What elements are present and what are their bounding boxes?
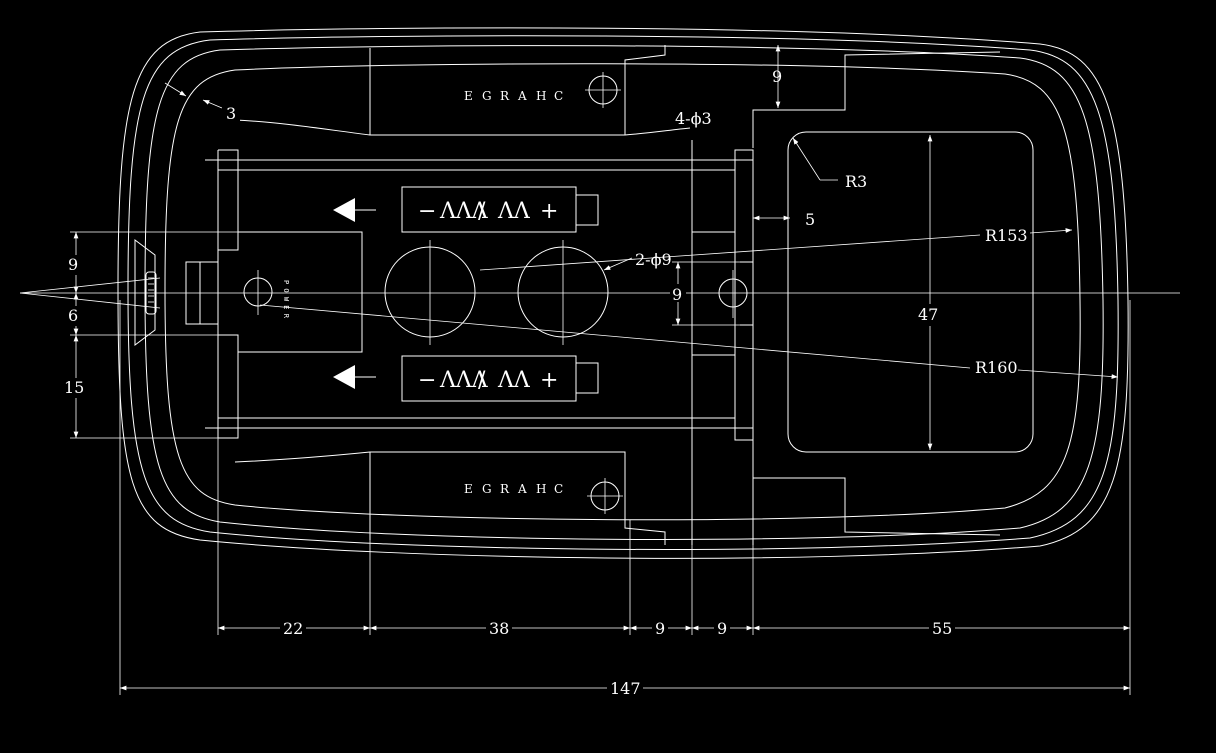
dim-bottom-9a: 9 xyxy=(655,619,665,638)
svg-text:G: G xyxy=(482,482,492,496)
dim-vert-9: 9 xyxy=(672,285,682,304)
svg-text:E: E xyxy=(464,89,473,103)
dim-bottom-55: 55 xyxy=(932,619,952,638)
dim-r153: R153 xyxy=(985,226,1028,245)
svg-text:ΛΛΛ: ΛΛΛ xyxy=(439,368,489,393)
svg-text:R: R xyxy=(500,482,510,496)
dim-wall: 3 xyxy=(226,104,236,123)
svg-text:−: − xyxy=(418,199,436,224)
housing-outline xyxy=(117,27,1129,559)
dim-holes: 4-ϕ3 xyxy=(675,109,712,128)
dim-r3: R3 xyxy=(845,172,867,191)
dim-left-6: 6 xyxy=(68,306,78,325)
battery-top: − ΛΛΛ / ΛΛ + xyxy=(401,186,599,233)
svg-text:+: + xyxy=(540,368,558,393)
dim-top-gap: 9 xyxy=(772,67,782,86)
dim-two-holes: 2-ϕ9 xyxy=(635,250,672,269)
svg-text:A: A xyxy=(517,89,527,103)
dim-bottom-38: 38 xyxy=(489,619,509,638)
holes xyxy=(243,72,748,514)
svg-text:R: R xyxy=(500,89,510,103)
dim-left-9: 9 xyxy=(68,255,78,274)
dim-bottom-9b: 9 xyxy=(717,619,727,638)
charge-label-bottom: C H A R G E xyxy=(464,482,563,496)
svg-text:C: C xyxy=(554,482,563,496)
dimension-lines xyxy=(70,45,1131,695)
svg-text:+: + xyxy=(540,199,558,224)
dim-gap5: 5 xyxy=(805,210,815,229)
svg-text:ΛΛΛ: ΛΛΛ xyxy=(439,199,489,224)
inner-structure xyxy=(19,45,1180,545)
insert-arrows xyxy=(333,198,376,389)
svg-text:A: A xyxy=(517,482,527,496)
svg-text:C: C xyxy=(554,89,563,103)
dim-r160: R160 xyxy=(975,358,1018,377)
svg-text:/: / xyxy=(478,368,486,393)
svg-text:G: G xyxy=(482,89,492,103)
dimension-labels: 3 9 4-ϕ3 R3 5 R153 R160 2-ϕ9 9 47 9 6 15… xyxy=(62,67,1028,699)
svg-text:H: H xyxy=(536,89,546,103)
power-label: P O W E R xyxy=(282,280,290,319)
charge-label-top: C H A R G E xyxy=(464,89,563,103)
svg-text:ΛΛ: ΛΛ xyxy=(497,368,531,393)
dim-left-15: 15 xyxy=(64,378,84,397)
svg-text:ΛΛ: ΛΛ xyxy=(497,199,531,224)
dim-bottom-22: 22 xyxy=(283,619,303,638)
dim-47: 47 xyxy=(918,305,938,324)
dim-total-147: 147 xyxy=(610,679,641,698)
svg-text:H: H xyxy=(536,482,546,496)
svg-text:−: − xyxy=(418,368,436,393)
svg-text:E: E xyxy=(464,482,473,496)
svg-text:/: / xyxy=(478,199,486,224)
battery-bottom: − ΛΛΛ / ΛΛ + xyxy=(401,355,599,402)
